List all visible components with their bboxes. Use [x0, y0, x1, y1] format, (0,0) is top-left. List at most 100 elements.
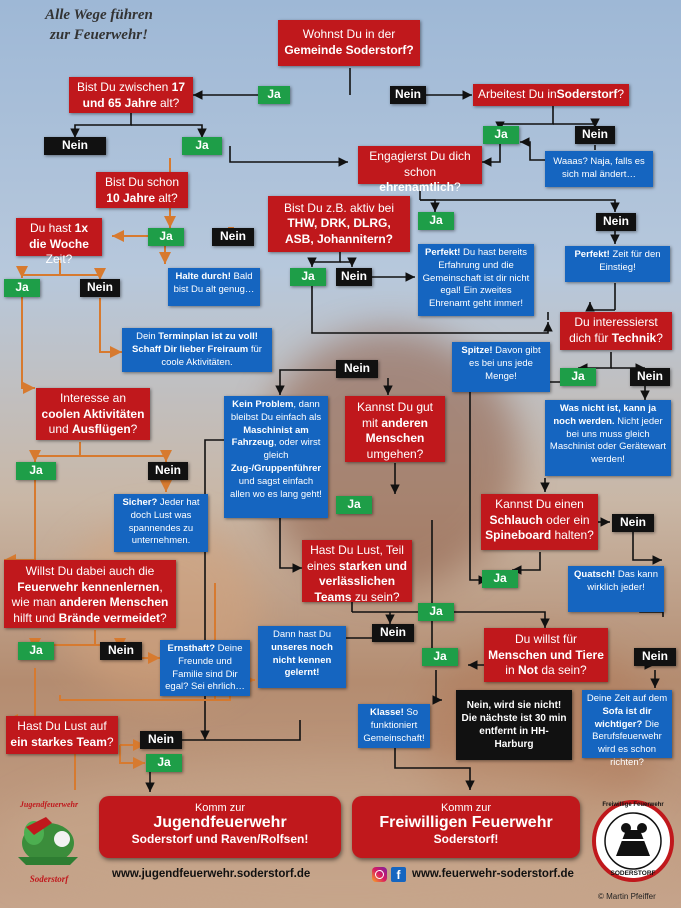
text: ? — [106, 734, 114, 749]
text: zu sein? — [351, 589, 400, 604]
text-bold: 17 — [171, 80, 186, 94]
answer-nein-thw: Nein — [336, 268, 372, 286]
text: Du hast — [29, 221, 75, 235]
text: Bald bist Du alt genug… — [173, 271, 255, 295]
cta-ff-line3: Soderstorf! — [433, 832, 499, 846]
cta-ff-line1: Komm zur — [440, 802, 492, 814]
answer-nein-woche: Nein — [80, 279, 120, 297]
text-bold: Schlauch — [489, 512, 543, 527]
cta-jf-line3: Soderstorf und Raven/Rolfsen! — [131, 832, 309, 846]
feuerwehr-soderstorf-logo: Freiwillige Feuerwehr SODERSTORF — [592, 800, 674, 882]
text: Kannst Du gut mit — [356, 400, 434, 430]
answer-ja-kennenlernen: Ja — [18, 642, 54, 660]
info-sofa: Deine Zeit auf dem Sofa ist dir wichtige… — [582, 690, 672, 768]
answer-ja-team: Ja — [146, 754, 182, 772]
text: Du interessierst dich für — [569, 315, 658, 345]
info-ernsthaft: Ernsthaft? Deine Freunde und Familie sin… — [160, 640, 250, 696]
instagram-icon[interactable] — [372, 866, 387, 882]
copyright: © Martin Pfeiffer — [598, 892, 656, 901]
answer-ja-wohnst: Ja — [258, 86, 290, 104]
info-spitze: Spitze! Davon gibt es bei uns jede Menge… — [452, 342, 550, 392]
text: Bist Du z.B. aktiv bei — [283, 200, 395, 215]
text: alt? — [156, 95, 180, 110]
text-bold: ein starkes Team — [10, 734, 107, 749]
text: Du willst für — [514, 632, 577, 646]
answer-nein-arbeitest: Nein — [575, 126, 615, 144]
text-bold: Brände vermeidet — [58, 610, 161, 625]
text: , dann bleibst Du einfach als — [230, 399, 322, 423]
question-1x-die-woche: Du hast 1x die Woche Zeit? — [16, 218, 102, 266]
text-bold: Technik — [611, 330, 657, 345]
footer-url-feuerwehr[interactable]: www.feuerwehr-soderstorf.de — [412, 868, 574, 880]
answer-ja-arbeitest: Ja — [483, 126, 519, 144]
info-unseres-nicht-kennen: Dann hast Du unseres noch nicht kennen g… — [258, 626, 346, 688]
jugendfeuerwehr-logo: Jugendfeuerwehr Soderstorf — [6, 800, 92, 896]
answer-ja-technik: Ja — [560, 368, 596, 386]
text-bold: Feuerwehr kennenlernen — [17, 579, 160, 594]
text: umgehen? — [366, 446, 424, 461]
text-bold: unseres noch nicht kennen gelernt! — [271, 641, 333, 679]
cta-jugendfeuerwehr: Komm zur Jugendfeuerwehr Soderstorf und … — [99, 796, 341, 858]
text: für coole Aktivitäten. — [161, 343, 262, 368]
info-quatsch: Quatsch! Das kann wirklich jeder! — [568, 566, 664, 612]
question-coole-aktivitaeten: Interesse an coolen Aktivitäten und Ausf… — [36, 388, 150, 440]
text-bold: Ausflügen — [72, 422, 131, 437]
text: Arbeitest Du in — [477, 87, 557, 102]
text-bold: Kein Problem — [232, 399, 294, 410]
jf-logo-text-top: Jugendfeuerwehr — [19, 800, 79, 809]
text: , wie man — [11, 579, 163, 610]
text-bold: Soderstorf — [556, 87, 618, 102]
text-bold: THW, DRK, DLRG, ASB, Johannitern? — [284, 216, 393, 246]
question-starkes-team-teil: Hast Du Lust, Teil eines starken und ver… — [302, 540, 412, 604]
answer-nein-coole: Nein — [148, 462, 188, 480]
footer-url-jugendfeuerwehr[interactable]: www.jugendfeuerwehr.soderstorf.de — [112, 868, 311, 880]
text: Du hast bereits Erfahrung und die Gemein… — [422, 247, 530, 310]
info-waaas: Waaas? Naja, falls es sich mal ändert… — [545, 151, 653, 187]
answer-nein-team: Nein — [140, 731, 182, 749]
info-halte-durch: Halte durch! Bald bist Du alt genug… — [168, 268, 260, 306]
question-ehrenamtlich: Engagierst Du dich schon ehrenamtlich? — [358, 146, 482, 194]
question-technik: Du interessierst dich für Technik? — [560, 312, 672, 350]
title-line-2: zur Feuerwehr! — [50, 26, 148, 43]
text: ? — [160, 610, 167, 625]
text-bold: ehrenamtlich — [379, 180, 454, 195]
answer-ja-10-jahre: Ja — [148, 228, 184, 246]
cta-ff-line2: Freiwilligen Feuerwehr — [379, 814, 553, 831]
facebook-icon[interactable]: f — [391, 866, 406, 882]
text-bold: Not — [517, 663, 538, 678]
text-bold: Sofa ist dir wichtiger? — [594, 705, 652, 730]
text-bold: Perfekt! — [574, 249, 610, 260]
text: Bist Du schon — [104, 175, 180, 189]
text-bold: Spitze! — [461, 345, 493, 356]
text-bold: Halte durch! — [175, 271, 231, 282]
text: alt? — [155, 190, 178, 205]
text: Die Berufsfeuerwehr wird es schon richte… — [592, 718, 662, 769]
text: Jeder hat doch Lust was spannendes zu un… — [128, 497, 200, 547]
question-thw-drk: Bist Du z.B. aktiv bei THW, DRK, DLRG, A… — [268, 196, 410, 252]
text-bold: Quatsch! — [574, 569, 616, 580]
info-klasse: Klasse! So funktioniert Gemeinschaft! — [358, 704, 430, 748]
text-bold: Perfekt! — [425, 247, 461, 258]
answer-nein-teams: Nein — [372, 624, 414, 642]
text: da sein? — [537, 663, 587, 678]
text-bold: Menschen und Tiere — [488, 647, 604, 662]
question-wohnst-du-in-soderstorf: Wohnst Du in der Gemeinde Soderstorf? — [278, 20, 420, 66]
text: Bist Du zwischen — [76, 80, 172, 94]
info-sicher: Sicher? Jeder hat doch Lust was spannend… — [114, 494, 208, 552]
text-bold: Terminplan ist zu voll! Schaff Dir liebe… — [132, 331, 258, 355]
text: ? — [617, 87, 625, 102]
text: Deine Freunde und Familie sind Dir egal?… — [165, 643, 245, 693]
text: Deine Zeit auf dem — [586, 693, 668, 704]
text-bold: Was nicht ist, kann ja noch werden. — [553, 403, 657, 427]
text-bold: Spineboard — [485, 528, 552, 543]
text: Zeit? — [45, 252, 73, 267]
answer-ja-teams: Ja — [418, 603, 454, 621]
page-title: Alle Wege führen zur Feuerwehr! — [14, 6, 184, 45]
text: ? — [130, 422, 138, 437]
info-perfekt-einstieg: Perfekt! Zeit für den Einstieg! — [565, 246, 670, 282]
text: Hast Du Lust, Teil eines — [306, 543, 404, 573]
text-bold: Zug-/Gruppenführer — [230, 463, 322, 475]
title-line-1: Alle Wege führen — [45, 7, 153, 23]
